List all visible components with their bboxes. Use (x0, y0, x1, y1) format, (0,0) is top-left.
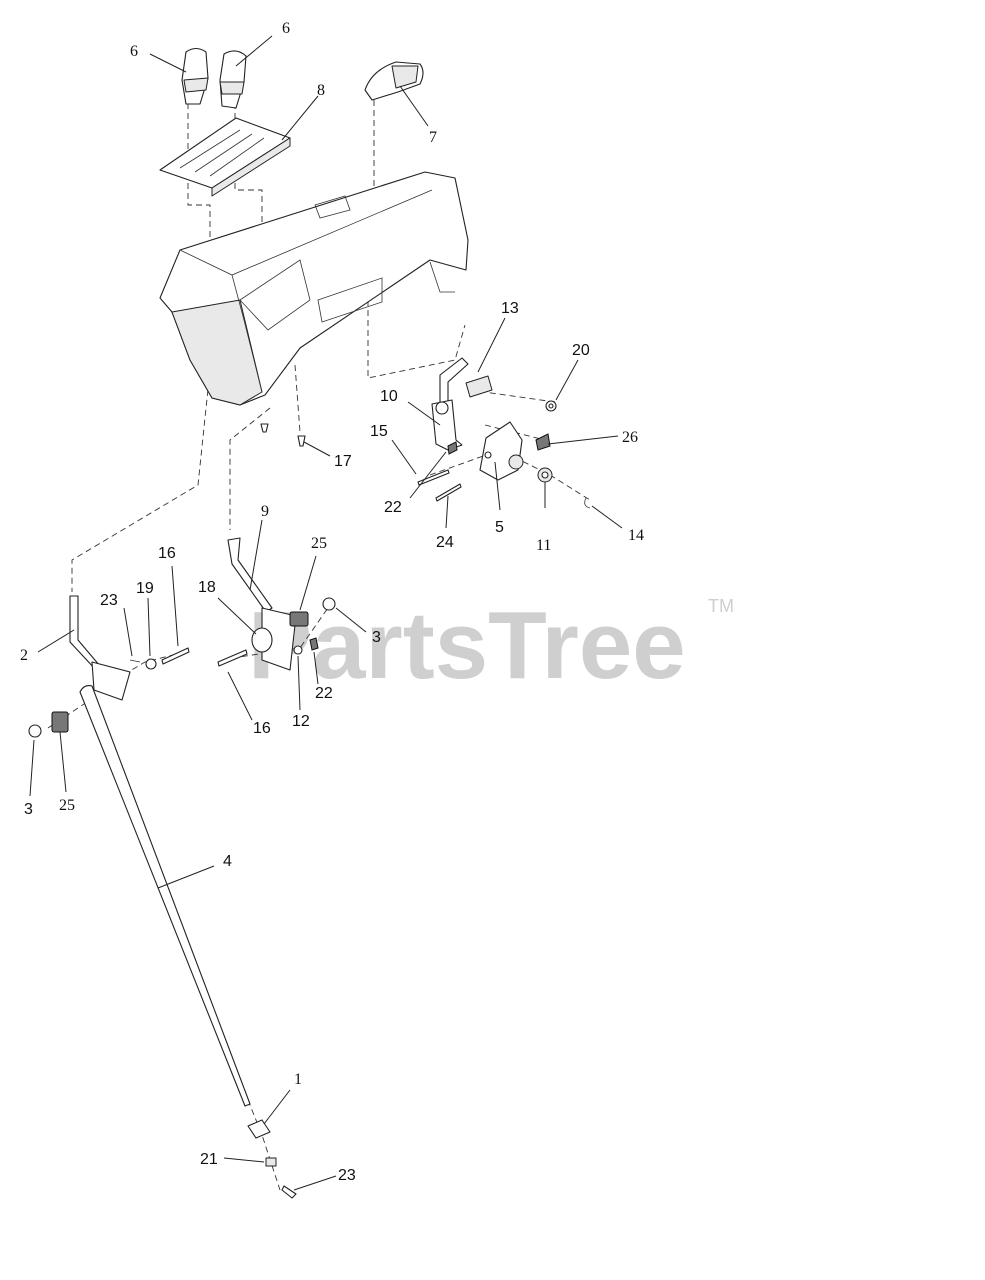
callout-22-upper: 22 (384, 499, 402, 516)
bolt-part-16-left (161, 647, 190, 665)
callout-9: 9 (261, 503, 269, 520)
callout-24: 24 (436, 534, 454, 551)
callout-20: 20 (572, 342, 590, 359)
clip-part-14 (584, 497, 591, 509)
pin-part-22-upper (447, 441, 458, 455)
callout-12: 12 (292, 713, 310, 730)
lever-part-9 (227, 537, 297, 671)
callout-15: 15 (370, 423, 388, 440)
bushing-part-11 (537, 467, 553, 483)
rod-part-4 (79, 685, 251, 1107)
lever-part-2 (69, 595, 131, 701)
screw-part-17-left (260, 423, 269, 433)
callout-3-upper: 3 (372, 629, 381, 646)
watermark-brand: PartsTree (248, 592, 686, 699)
watermark-trademark: TM (708, 596, 734, 616)
callout-14: 14 (628, 527, 644, 544)
leader-lines (29, 35, 623, 1191)
callout-13: 13 (501, 300, 519, 317)
bolt-part-16-middle (217, 649, 248, 667)
callout-5: 5 (495, 519, 504, 536)
control-housing (159, 171, 469, 406)
pin-part-22-lower (309, 637, 319, 651)
knob-part-6-left (181, 47, 209, 105)
washer-part-12 (293, 645, 303, 655)
pin-part-23-upper (129, 659, 141, 663)
spring-part-25-lower (51, 711, 69, 733)
callout-17: 17 (334, 453, 352, 470)
knob-part-7 (364, 61, 424, 101)
callout-2: 2 (20, 647, 28, 664)
bracket-part-10 (431, 399, 463, 451)
callout-25-upper: 25 (311, 535, 327, 552)
callout-3-lower: 3 (24, 801, 33, 818)
callout-7: 7 (429, 129, 437, 146)
connector-part-1 (247, 1119, 271, 1139)
callout-10: 10 (380, 388, 398, 405)
nut-part-3-lower (28, 724, 42, 738)
callout-19: 19 (136, 580, 154, 597)
callout-labels: 6 6 8 7 13 20 10 15 26 17 22 5 11 14 24 … (20, 20, 644, 1184)
plate-part-18 (251, 627, 273, 653)
callout-23-lower: 23 (338, 1167, 356, 1184)
callout-22-lower: 22 (315, 685, 333, 702)
callout-11: 11 (536, 537, 551, 554)
pin-part-23-lower (281, 1185, 297, 1199)
callout-25-lower: 25 (59, 797, 75, 814)
callout-16-left: 16 (158, 545, 176, 562)
pin-part-15 (417, 469, 450, 486)
callout-16-middle: 16 (253, 720, 271, 737)
callout-1: 1 (294, 1071, 302, 1088)
pin-part-24 (435, 483, 462, 502)
callout-26: 26 (622, 429, 638, 446)
nut-part-3-upper (322, 597, 336, 611)
panel-plate-part-8 (159, 117, 291, 197)
callout-23-upper: 23 (100, 592, 118, 609)
spring-part-26 (535, 433, 551, 451)
callout-18: 18 (198, 579, 216, 596)
washer-part-19 (145, 658, 157, 670)
nut-part-21 (265, 1157, 277, 1167)
nut-part-20 (545, 400, 557, 412)
screw-part-17 (297, 435, 306, 447)
spring-part-25-upper (289, 611, 309, 627)
lever-part-13 (439, 357, 493, 411)
bracket-part-5 (479, 421, 524, 481)
callout-6-right: 6 (282, 20, 290, 37)
callout-4: 4 (223, 853, 232, 870)
callout-6-left: 6 (130, 43, 138, 60)
callout-8: 8 (317, 82, 325, 99)
callout-21: 21 (200, 1151, 218, 1168)
knob-part-6-right (219, 50, 247, 109)
watermark: PartsTree TM (248, 592, 734, 699)
